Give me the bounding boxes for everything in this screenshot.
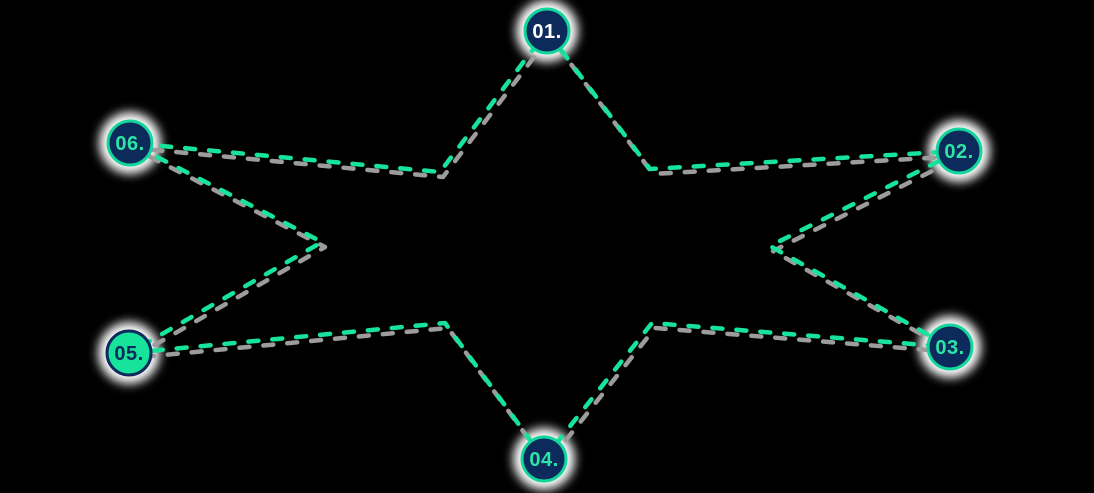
step-circle-04 <box>520 435 568 483</box>
step-label-01: 01. <box>532 21 561 43</box>
step-label-05: 05. <box>114 343 143 365</box>
step-label-02: 02. <box>944 141 973 163</box>
connector-shadow-line <box>129 33 965 467</box>
step-label-03: 03. <box>935 337 964 359</box>
node-halos <box>98 0 990 490</box>
step-circle-01 <box>523 7 571 55</box>
step-circle-02 <box>935 127 983 175</box>
step-circle-05 <box>105 329 153 377</box>
step-label-04: 04. <box>529 449 558 471</box>
step-label-06: 06. <box>115 133 144 155</box>
step-node-06[interactable]: 06. <box>106 119 154 167</box>
step-node-04[interactable]: 04. <box>520 435 568 483</box>
step-node-05[interactable]: 05. <box>105 329 153 377</box>
step-circle-03 <box>926 323 974 371</box>
step-circle-06 <box>106 119 154 167</box>
connector-dashed-line <box>126 28 962 462</box>
step-node-02[interactable]: 02. <box>935 127 983 175</box>
step-node-03[interactable]: 03. <box>926 323 974 371</box>
step-node-01[interactable]: 01. <box>523 7 571 55</box>
